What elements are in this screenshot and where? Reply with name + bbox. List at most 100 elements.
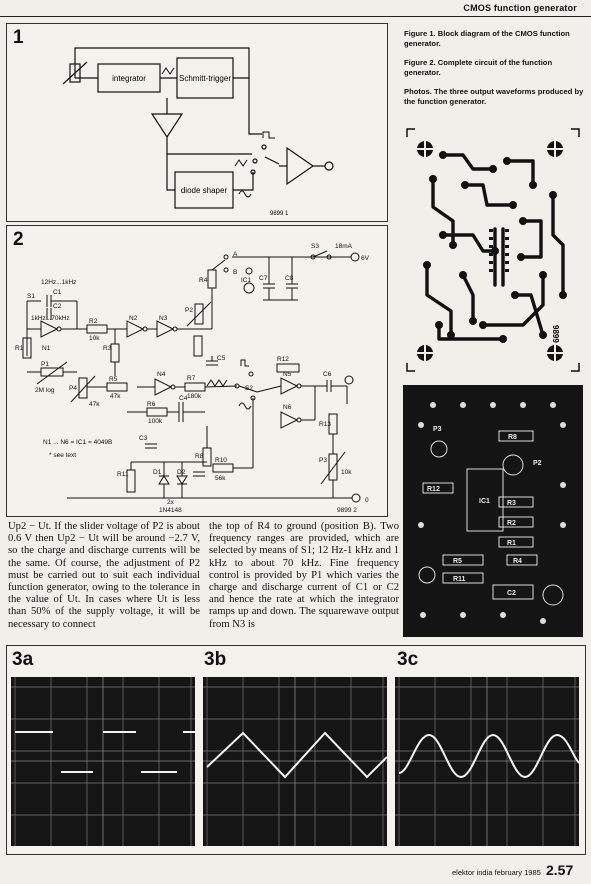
label-r8: R8 [195,453,204,460]
pcb-r2: R2 [507,520,516,527]
text-column-2: the top of R4 to ground (position B). Tw… [209,521,399,631]
note-ic: N1 ... N6 = IC1 = 4049B [43,439,112,446]
pcb-r12: R12 [427,486,440,493]
label-r6-value: 100k [148,418,163,425]
pcb-r11: R11 [453,576,466,583]
diode-shaper-label: diode shaper [181,186,228,195]
label-r2-value: 10k [89,335,100,342]
label-c3: C3 [139,435,148,442]
pcb-r1: R1 [507,540,516,547]
label-supply: 6V [361,255,370,262]
pcb-p3: P3 [433,426,442,433]
scope-3b-trace [203,677,388,846]
label-ic1: IC1 [241,277,252,284]
label-r3: R3 [103,345,112,352]
body-text-1: Up2 − Ut. If the slider voltage of P2 is… [8,521,200,630]
body-text-2: the top of R4 to ground (position B). Tw… [209,521,399,630]
pcb-component-drawing: IC1 R8 R12 R3 R2 R1 R5 R11 R4 C2 P2 P3 [418,402,566,624]
label-r6: R6 [147,401,156,408]
scope-3b [203,677,388,846]
figure-1-number: 1 [13,27,24,48]
label-r4: R4 [199,277,208,284]
label-p3: P3 [319,457,327,464]
label-n1: N1 [42,345,51,352]
header-rule [0,16,591,17]
label-zero: 0 [365,497,369,504]
figure-3b-number: 3b [204,649,227,670]
pcb-r5: R5 [453,558,462,565]
label-r7: R7 [187,375,196,382]
label-r13: R13 [319,421,331,428]
figure-1: 1 [6,23,388,222]
pcb-r4: R4 [513,558,522,565]
schmitt-label: Schmitt-trigger [179,74,231,83]
label-r5: R5 [109,376,118,383]
caption-figure-2: Figure 2. Complete circuit of the functi… [404,58,553,77]
label-c6: C6 [323,371,332,378]
label-pos-b: B [233,269,237,276]
label-p4: P4 [69,385,77,392]
label-current: 18mA [335,243,353,250]
label-range2: 1kHz...70kHz [31,315,70,322]
pcb-track-layout: 9899 [403,125,583,375]
label-n4: N4 [157,371,166,378]
label-p3-value: 10k [341,469,352,476]
scope-3a-trace [11,677,195,846]
label-s1: S1 [27,293,35,300]
label-range1: 12Hz...1kHz [41,279,76,286]
pcb-r8: R8 [508,434,517,441]
label-c4: C4 [179,395,188,402]
scope-3a [11,677,195,846]
integrator-label: integrator [112,74,146,83]
diode-count: 2x [167,499,175,506]
label-r7-value: 180k [187,393,202,400]
pcb-component-layout: IC1 R8 R12 R3 R2 R1 R5 R11 R4 C2 P2 P3 [403,385,583,637]
block-diagram: integrator Schmitt-trigger diode shaper … [62,47,334,217]
label-r1: R1 [15,345,24,352]
circuit-schematic: N1 N2 N3 N4 N5 N6 S1 S2 S3 IC1 R1 R2 10k… [15,243,370,514]
label-c7: C7 [259,275,268,282]
scope-3c-trace [395,677,580,846]
figure-3c-number: 3c [397,649,419,670]
label-r10-value: 56k [215,475,226,482]
pcb-r3: R3 [507,500,516,507]
label-p2: P2 [185,307,193,314]
label-n3: N3 [159,315,168,322]
diode-type: 1N4148 [159,507,182,514]
label-s2: S2 [245,385,253,392]
label-p1: P1 [41,361,49,368]
label-r12: R12 [277,356,289,363]
label-c5: C5 [217,355,226,362]
label-r11: R11 [117,471,129,478]
caption-photos: Photos. The three output waveforms produ… [404,87,584,106]
pcb-code: 9899 [551,325,560,343]
pcb-p2: P2 [533,460,542,467]
label-p1-value: 2M log [35,387,55,394]
figure-2-number: 2 [13,229,24,250]
label-pos-a: A [233,251,238,258]
figure-3: 3a 3b 3c [6,645,586,855]
caption-figure-1: Figure 1. Block diagram of the CMOS func… [404,29,570,48]
pcb-track-drawing: 9899 [406,128,580,372]
figure-2-code: 9899 2 [337,507,357,514]
page-number: 2.57 [546,862,574,878]
label-c8: C8 [285,275,294,282]
label-d1: D1 [153,469,162,476]
figure-1-code: 9899 1 [270,211,289,217]
pcb-ic1: IC1 [479,498,490,505]
scope-3c [395,677,580,846]
captions: Figure 1. Block diagram of the CMOS func… [404,29,584,116]
label-s3: S3 [311,243,319,250]
footer-publication: elektor india february 1985 [452,868,541,877]
label-c2: C2 [53,303,62,310]
figure-2: 2 [6,225,388,517]
label-r10: R10 [215,457,227,464]
text-column-1: Up2 − Ut. If the slider voltage of P2 is… [8,521,200,631]
note-see-text: * see text [49,452,76,459]
label-c1: C1 [53,289,62,296]
pcb-c2: C2 [507,590,516,597]
label-r5-value: 47k [110,393,121,400]
label-p4-value: 47k [89,401,100,408]
label-r2: R2 [89,318,98,325]
page-header: CMOS function generator [463,3,577,13]
